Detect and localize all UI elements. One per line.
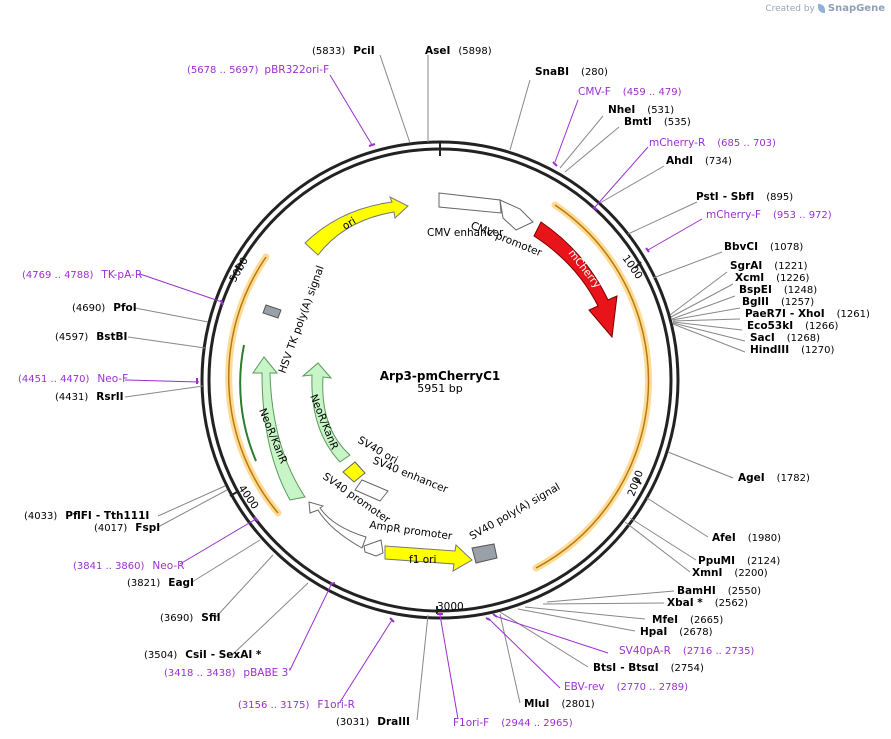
site-xcmi: XcmI(1226)	[735, 272, 810, 284]
primer-f1ori-f: F1ori-F(2944 .. 2965)	[453, 717, 573, 729]
site-fspi: (4017)FspI	[94, 522, 160, 534]
plasmid-size: 5951 bp	[417, 382, 462, 395]
primer-tk-pa-r: (4769 .. 4788)TK-pA-R	[22, 269, 142, 281]
scale-ticks	[229, 142, 642, 614]
primer-pbr322ori-f: (5678 .. 5697)pBR322ori-F	[187, 64, 329, 76]
site-saci: SacI(1268)	[750, 332, 820, 344]
site-hindiii: HindIII(1270)	[750, 344, 834, 356]
enzyme-labels: AseI(5898) (5833)PciI SnaBI(280) NheI(53…	[24, 45, 870, 728]
site-sgrai: SgrAI(1221)	[730, 260, 808, 272]
enzyme-leader-lines	[124, 54, 746, 721]
feature-neo-outer	[252, 356, 306, 501]
feature-ampr-promoter	[363, 539, 384, 557]
feature-neo-inner	[301, 362, 351, 463]
feature-f1ori-label: f1 ori	[409, 554, 436, 566]
feature-cmv-enhancer-label: CMV enhancer	[427, 227, 504, 239]
site-bbvci: BbvCI(1078)	[724, 241, 803, 253]
feature-sv40-ori	[342, 461, 366, 483]
site-bstbi: (4597)BstBI	[55, 331, 127, 343]
site-afei: AfeI(1980)	[712, 532, 781, 544]
snapgene-logo-icon	[817, 4, 825, 13]
feature-hsv-tk	[262, 304, 282, 319]
feature-sv40pa	[471, 543, 498, 564]
primer-ebv-rev: EBV-rev(2770 .. 2789)	[564, 681, 688, 693]
site-eco53ki: Eco53kI(1266)	[747, 320, 838, 332]
site-rsrii: (4431)RsrII	[55, 391, 124, 403]
site-bglii: BglII(1257)	[742, 296, 814, 308]
site-csii-sexai: (3504)CsiI- SexAI *	[144, 649, 262, 661]
feature-cmv-enhancer	[438, 192, 502, 214]
feature-hsv-tk-label: HSV TK poly(A) signal	[277, 264, 327, 375]
primer-mcherry-f: mCherry-F(953 .. 972)	[706, 209, 832, 221]
site-pfoi: (4690)PfoI	[72, 302, 137, 314]
site-bspei: BspEI(1248)	[739, 284, 817, 296]
feature-sv40-promoter	[308, 501, 367, 549]
primer-mcherry-r: mCherry-R(685 .. 703)	[649, 137, 776, 149]
site-hpai: HpaI(2678)	[640, 626, 713, 638]
site-draiii: (3031)DraIII	[336, 716, 410, 728]
site-pflfi-tth111i: (4033)PflFI- Tth111I	[24, 510, 149, 522]
feature-f1ori	[384, 543, 473, 572]
site-ppumi: PpuMI(2124)	[698, 555, 780, 567]
primer-f1ori-r: (3156 .. 3175)F1ori-R	[238, 699, 355, 711]
orf-arc-neo-line	[227, 256, 279, 514]
site-paer7i-xhoi: PaeR7I- XhoI(1261)	[745, 308, 870, 320]
brand-name: SnapGene	[827, 3, 885, 14]
site-asei: AseI(5898)	[425, 45, 492, 57]
feature-sv40pa-label: SV40 poly(A) signal	[468, 481, 563, 543]
orf-arc-mcherry-line	[535, 204, 650, 569]
feature-mcherry	[533, 221, 618, 339]
primer-labels: (5678 .. 5697)pBR322ori-F CMV-F(459 .. 4…	[18, 64, 832, 729]
site-mlui: MluI(2801)	[524, 698, 595, 710]
tick-3000: 3000	[437, 601, 464, 613]
plasmid-name: Arp3-pmCherryC1	[380, 369, 501, 383]
feature-cmv-promoter	[499, 199, 534, 231]
site-snabi: SnaBI(280)	[535, 66, 608, 78]
site-mfei: MfeI(2665)	[652, 614, 723, 626]
site-psti-sbfi: PstI- SbfI(895)	[696, 191, 793, 203]
primer-marks	[196, 143, 650, 623]
brand-prefix: Created by	[765, 3, 815, 14]
site-bamhi: BamHI(2550)	[677, 585, 761, 597]
site-bmti: BmtI(535)	[624, 116, 691, 128]
site-agei: AgeI(1782)	[738, 472, 810, 484]
site-pcii: (5833)PciI	[312, 45, 375, 57]
feature-cmv-promoter-label: CMV promoter	[469, 220, 544, 260]
primer-pbabe3: (3418 .. 3438)pBABE 3'	[164, 667, 291, 679]
primer-neo-f: (4451 .. 4470)Neo-F	[18, 373, 128, 385]
site-sfii: (3690)SfiI	[160, 612, 221, 624]
primer-cmv-f: CMV-F(459 .. 479)	[578, 86, 682, 98]
primer-neo-r: (3841 .. 3860)Neo-R	[73, 560, 184, 572]
site-nhei: NheI(531)	[608, 104, 674, 116]
tick-5000: 5000	[227, 255, 251, 284]
site-eagi: (3821)EagI	[127, 577, 194, 589]
site-xbai: XbaI *(2562)	[667, 597, 748, 609]
feature-sv40-enhancer	[354, 479, 389, 502]
site-ahdi: AhdI(734)	[666, 155, 732, 167]
site-xmni: XmnI(2200)	[692, 567, 768, 579]
primer-sv40pa-r: SV40pA-R(2716 .. 2735)	[619, 645, 754, 657]
orf-arc-green	[239, 344, 257, 462]
site-btsi-btsai: BtsI- BtsαI(2754)	[593, 662, 704, 674]
feature-ori	[304, 195, 409, 256]
snapgene-brand: Created by SnapGene	[765, 3, 885, 14]
primer-leader-lines	[124, 74, 703, 720]
